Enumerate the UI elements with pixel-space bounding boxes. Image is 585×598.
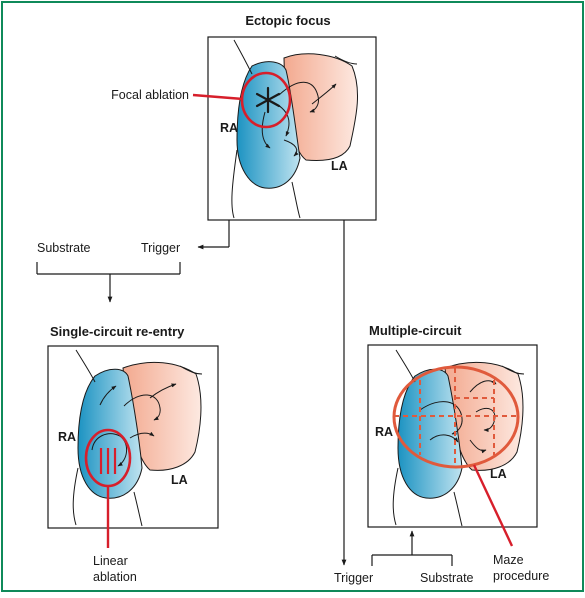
bottom-substrate-label: Substrate <box>420 571 474 585</box>
multiple-la-label: LA <box>490 467 507 481</box>
branch-substrate-label: Substrate <box>37 241 91 255</box>
ectopic-title: Ectopic focus <box>245 13 330 28</box>
multiple-title: Multiple-circuit <box>369 323 462 338</box>
multiple-circuit-panel: Multiple-circuit Maze procedure RA LA <box>368 323 549 583</box>
maze-label-1: Maze <box>493 553 524 567</box>
single-la-label: LA <box>171 473 188 487</box>
maze-label-2: procedure <box>493 569 549 583</box>
ectopic-focus-panel: Ectopic focus Focal ablation RA LA <box>111 13 376 220</box>
single-ra-label: RA <box>58 430 76 444</box>
single-circuit-panel: Single-circuit re-entry Linear ablation … <box>48 324 218 584</box>
branch-trigger-label: Trigger <box>141 241 180 255</box>
multiple-ra-label: RA <box>375 425 393 439</box>
ectopic-ra-label: RA <box>220 121 238 135</box>
linear-ablation-label-2: ablation <box>93 570 137 584</box>
linear-ablation-label-1: Linear <box>93 554 128 568</box>
ectopic-la-label: LA <box>331 159 348 173</box>
bottom-branch: Trigger Substrate <box>334 531 474 585</box>
focal-ablation-label: Focal ablation <box>111 88 189 102</box>
bottom-trigger-label: Trigger <box>334 571 373 585</box>
left-branch: Substrate Trigger <box>37 220 229 302</box>
single-title: Single-circuit re-entry <box>50 324 185 339</box>
